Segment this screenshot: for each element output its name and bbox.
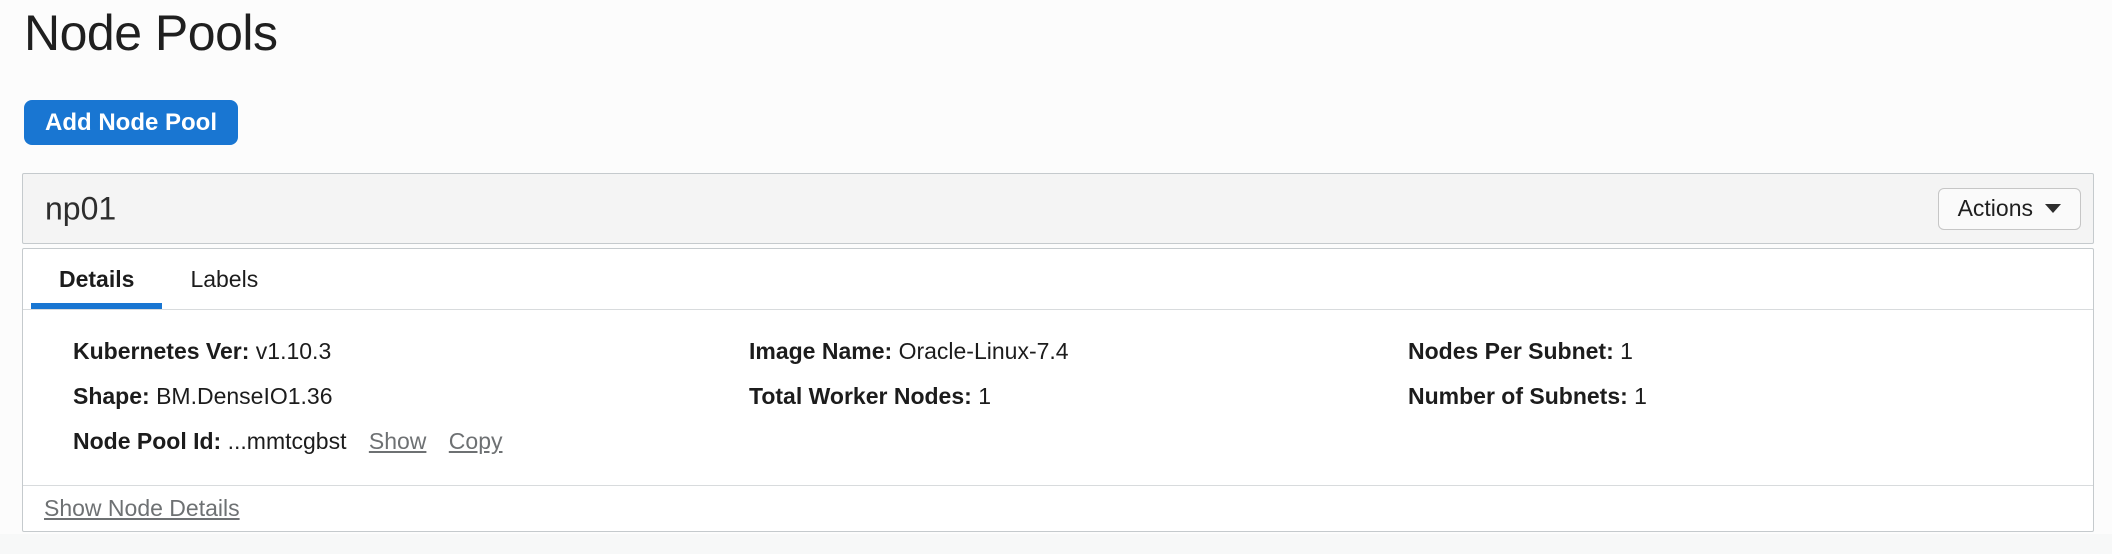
field-value: 1 xyxy=(978,383,991,409)
add-node-pool-button[interactable]: Add Node Pool xyxy=(24,100,238,145)
caret-down-icon xyxy=(2045,204,2061,213)
details-column-2: Image Name: Oracle-Linux-7.4 Total Worke… xyxy=(749,337,1408,472)
field-label: Node Pool Id: xyxy=(73,428,222,454)
field-label: Image Name: xyxy=(749,338,893,364)
show-id-link[interactable]: Show xyxy=(368,428,427,454)
field-value: Oracle-Linux-7.4 xyxy=(898,338,1069,364)
actions-button[interactable]: Actions xyxy=(1937,187,2081,230)
field-node-pool-id: Node Pool Id: ...mmtcgbst Show Copy xyxy=(73,427,749,455)
field-value: v1.10.3 xyxy=(255,338,332,364)
field-total-worker-nodes: Total Worker Nodes: 1 xyxy=(749,382,1408,410)
field-kubernetes-ver: Kubernetes Ver: v1.10.3 xyxy=(73,337,749,365)
field-label: Shape: xyxy=(73,383,150,409)
show-node-details-link[interactable]: Show Node Details xyxy=(44,495,240,521)
field-value: BM.DenseIO1.36 xyxy=(156,383,333,409)
field-value: 1 xyxy=(1634,383,1647,409)
field-value: ...mmtcgbst xyxy=(227,428,347,454)
page-title: Node Pools xyxy=(24,5,278,61)
details-panel: Kubernetes Ver: v1.10.3 Shape: BM.DenseI… xyxy=(23,310,2093,472)
node-pool-card-body: Details Labels Kubernetes Ver: v1.10.3 S… xyxy=(22,248,2094,532)
field-shape: Shape: BM.DenseIO1.36 xyxy=(73,382,749,410)
actions-button-label: Actions xyxy=(1957,195,2033,221)
field-number-of-subnets: Number of Subnets: 1 xyxy=(1408,382,2093,410)
card-footer: Show Node Details xyxy=(23,485,2093,531)
tab-strip: Details Labels xyxy=(23,249,2093,310)
tab-labels[interactable]: Labels xyxy=(190,265,259,292)
page-bottom-strip xyxy=(0,534,2112,554)
tab-details[interactable]: Details xyxy=(31,249,162,309)
field-label: Nodes Per Subnet: xyxy=(1408,338,1614,364)
field-label: Number of Subnets: xyxy=(1408,383,1628,409)
node-pool-card-header: np01 Actions xyxy=(22,173,2094,244)
field-nodes-per-subnet: Nodes Per Subnet: 1 xyxy=(1408,337,2093,365)
field-value: 1 xyxy=(1620,338,1633,364)
copy-id-link[interactable]: Copy xyxy=(448,428,503,454)
details-column-3: Nodes Per Subnet: 1 Number of Subnets: 1 xyxy=(1408,337,2093,472)
field-image-name: Image Name: Oracle-Linux-7.4 xyxy=(749,337,1408,365)
field-label: Kubernetes Ver: xyxy=(73,338,250,364)
node-pool-name: np01 xyxy=(45,190,117,226)
details-column-1: Kubernetes Ver: v1.10.3 Shape: BM.DenseI… xyxy=(73,337,749,472)
field-label: Total Worker Nodes: xyxy=(749,383,972,409)
